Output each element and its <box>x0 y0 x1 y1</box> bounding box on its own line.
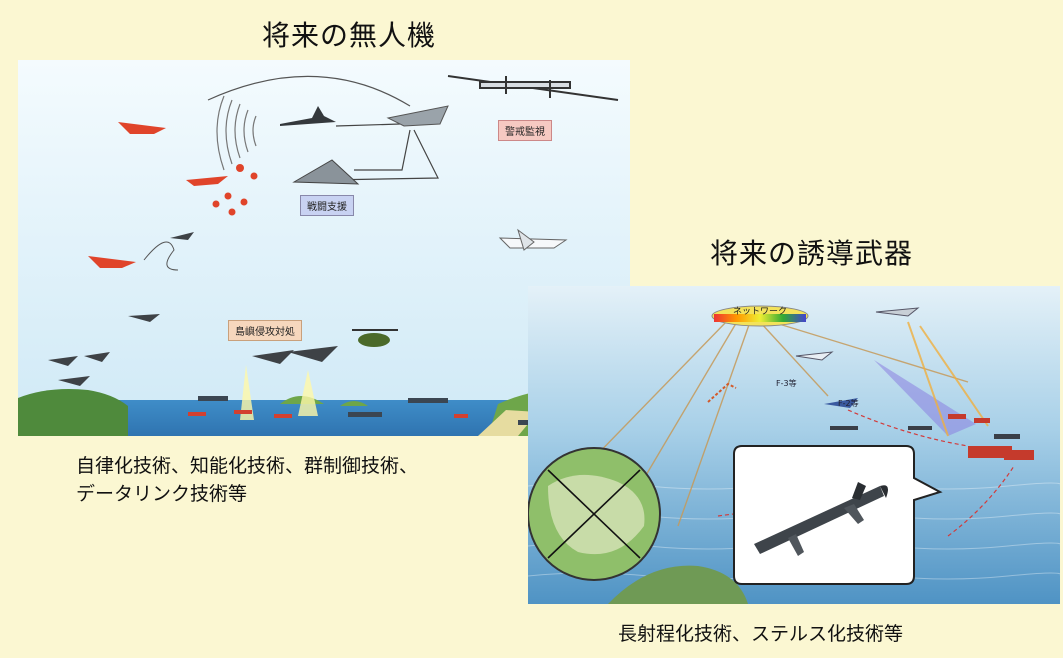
stealth-uav-top <box>386 105 449 127</box>
uav-swarm-lower <box>48 314 338 386</box>
f3-label: F-3等 <box>776 379 797 388</box>
enemy-aircraft-group <box>88 122 258 268</box>
missile-illustration: ネットワーク F-3等 F-2等 <box>528 286 1060 604</box>
f2-label: F-2等 <box>838 399 859 408</box>
combat-support-label: 戦闘支援 <box>300 195 354 216</box>
f3-jet <box>795 351 834 361</box>
uav-caption-line2: データリンク技術等 <box>76 483 248 505</box>
missile-title: 将来の誘導武器 <box>710 237 914 270</box>
cruise-missile <box>754 482 888 556</box>
radar-waves <box>216 95 257 171</box>
left-island <box>18 389 128 436</box>
helicopter <box>352 329 398 347</box>
uav-title: 将来の無人機 <box>262 19 437 52</box>
stealth-fighter <box>280 106 336 126</box>
missile-scene <box>528 286 1060 604</box>
trajectory-arc <box>207 75 411 107</box>
f2-jet <box>824 398 858 408</box>
combat-support-uav <box>292 159 360 185</box>
enemy-ships <box>948 414 1034 460</box>
island-defense-label: 島嶼侵攻対処 <box>228 320 302 341</box>
terrain-lower <box>608 565 748 604</box>
missile-caption: 長射程化技術、ステルス化技術等 <box>618 623 904 645</box>
network-label: ネットワーク <box>732 307 787 317</box>
surveillance-uav <box>447 75 619 101</box>
network-links <box>585 319 969 527</box>
surveillance-label: 警戒監視 <box>498 120 552 141</box>
uav-caption-line1: 自律化技術、知能化技術、群制御技術、 <box>76 455 419 477</box>
